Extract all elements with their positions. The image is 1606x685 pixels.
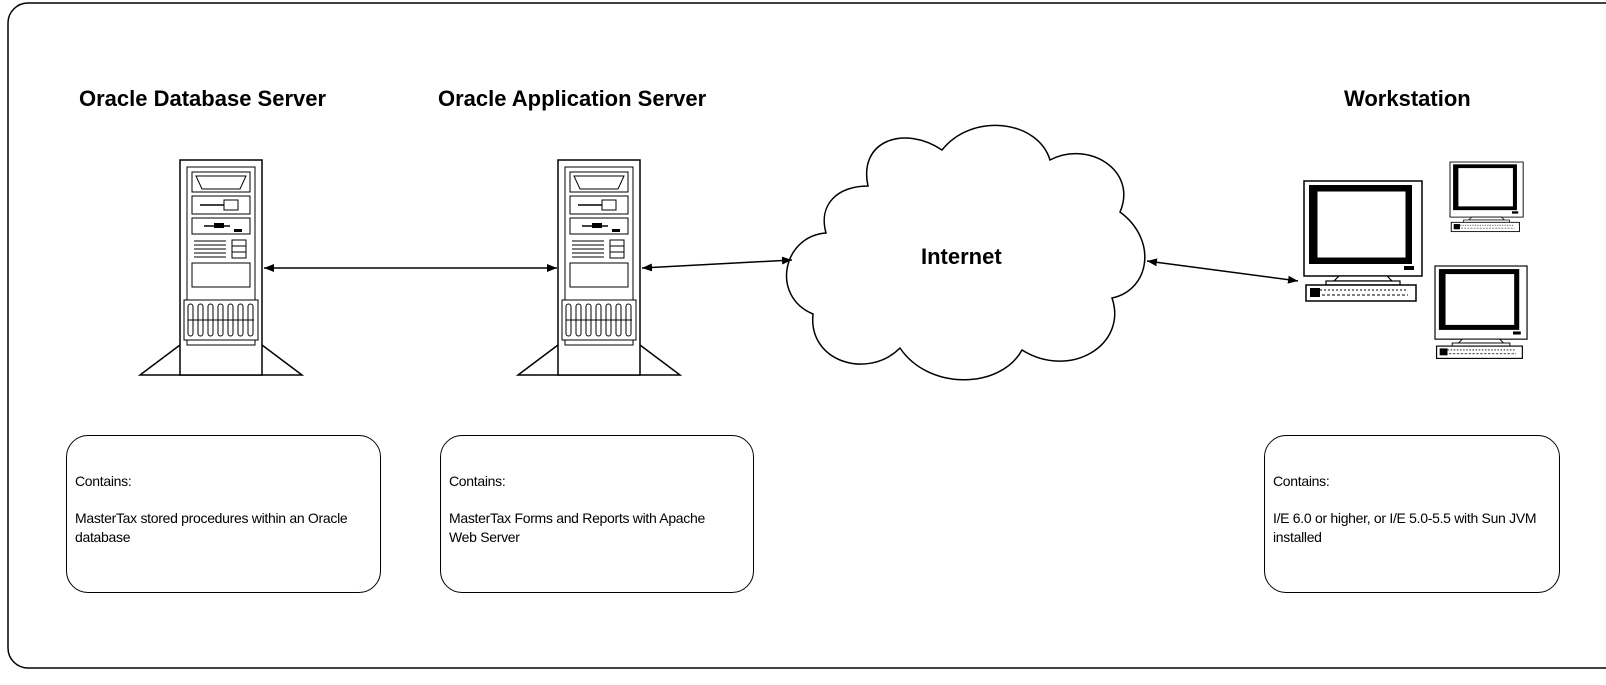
diagram-frame [7,2,1606,669]
box-lead: Contains: [449,473,506,489]
box-body: MasterTax stored procedures within an Or… [75,510,348,545]
app-to-internet-connection [641,256,793,272]
box-lead: Contains: [1273,473,1330,489]
database-server-heading: Oracle Database Server [79,86,327,111]
desktop-computer-icon [1303,180,1423,302]
application-server-heading: Oracle Application Server [438,86,707,111]
database-server-info-box: Contains: MasterTax stored procedures wi… [66,435,381,593]
internet-to-workstation-connection [1146,258,1299,284]
application-server-info-box: Contains: MasterTax Forms and Reports wi… [440,435,754,593]
box-lead: Contains: [75,473,132,489]
desktop-computer-icon [1434,265,1528,359]
cloud-icon [785,124,1146,381]
desktop-computer-icon [1449,161,1524,233]
internet-label: Internet [921,244,1002,269]
box-body: MasterTax Forms and Reports with Apache … [449,510,705,545]
workstation-heading: Workstation [1344,86,1471,111]
box-body: I/E 6.0 or higher, or I/E 5.0-5.5 with S… [1273,510,1537,545]
workstation-info-box: Contains: I/E 6.0 or higher, or I/E 5.0-… [1264,435,1560,593]
